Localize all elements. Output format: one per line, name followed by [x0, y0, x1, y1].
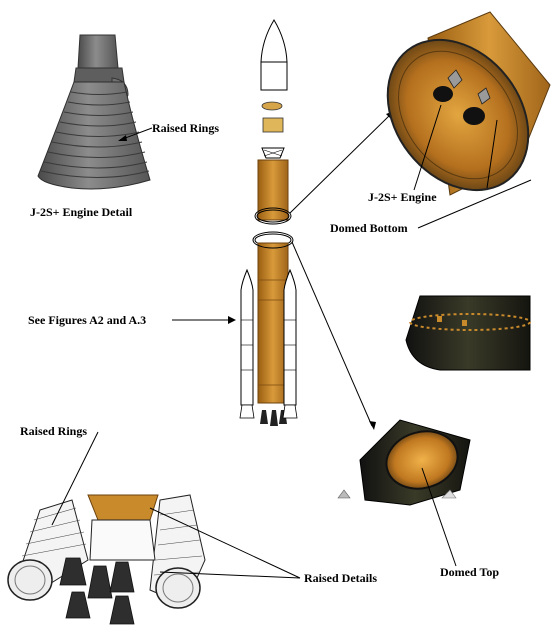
arrowhead	[228, 316, 236, 324]
lower-zoom-leader	[291, 241, 373, 427]
label-raised-rings-bottom: Raised Rings	[20, 424, 88, 438]
raised-rings-bottom-leader	[51, 431, 99, 526]
label-j2s-engine: J-2S+ Engine	[368, 190, 437, 204]
j2s-engine-detail-figure	[37, 34, 151, 190]
upper-zoom-leader	[289, 112, 393, 214]
arrowhead	[369, 421, 376, 430]
label-see-figures: See Figures A2 and A.3	[28, 313, 147, 327]
label-j2s-engine-detail: J-2S+ Engine Detail	[30, 205, 133, 219]
lower-stage-callout-ellipse	[252, 231, 294, 249]
label-raised-details: Raised Details	[304, 571, 377, 585]
arrowhead	[118, 135, 127, 141]
j2s-engine-leader	[413, 104, 442, 191]
engine-cluster-figure	[7, 494, 206, 625]
domed-top-leader	[421, 467, 457, 567]
upper-stage-callout-ellipse	[254, 207, 292, 225]
domed-top-figure	[337, 419, 471, 506]
launch-vehicle-figure	[239, 19, 298, 426]
cylinder-section-figure	[405, 295, 531, 371]
domed-bottom-zoom-figure	[386, 11, 551, 196]
label-raised-rings-top: Raised Rings	[152, 121, 220, 135]
label-domed-bottom: Domed Bottom	[330, 221, 408, 235]
domed-bottom-leader-upper	[486, 119, 498, 189]
raised-details-leader-lower	[159, 571, 301, 579]
label-domed-top: Domed Top	[440, 565, 500, 579]
domed-bottom-leader	[417, 179, 532, 229]
raised-details-leader-upper	[149, 507, 301, 579]
